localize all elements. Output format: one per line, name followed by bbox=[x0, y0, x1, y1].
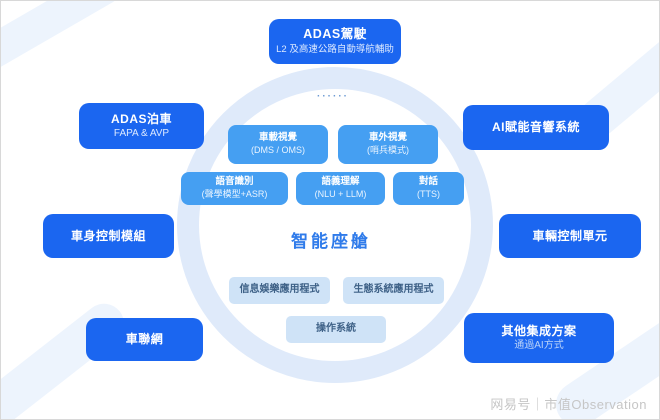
dotted-connector: ······ bbox=[317, 91, 349, 102]
node-title: 語義理解 bbox=[321, 176, 360, 188]
node-vehicle-control: 車輛控制單元 bbox=[499, 214, 641, 258]
watermark: 网易号｜市值Observation bbox=[490, 397, 647, 412]
node-semantic-understanding: 語義理解 (NLU + LLM) bbox=[296, 172, 385, 205]
node-title: ADAS泊車 bbox=[110, 111, 172, 126]
node-ai-audio: AI賦能音響系統 bbox=[463, 105, 609, 150]
node-title: 語音識別 bbox=[215, 176, 254, 188]
node-subtitle: 通過AI方式 bbox=[514, 339, 564, 351]
center-title: 智能座艙 bbox=[291, 232, 371, 251]
node-subtitle: FAPA & AVP bbox=[113, 127, 170, 139]
node-telematics: 車聯網 bbox=[86, 318, 203, 361]
node-subtitle: (TTS) bbox=[417, 189, 440, 200]
node-other-integration: 其他集成方案 通過AI方式 bbox=[464, 313, 614, 363]
node-infotainment-apps: 信息娛樂應用程式 bbox=[229, 277, 330, 304]
node-title: 車身控制模組 bbox=[70, 228, 146, 243]
node-in-cabin-vision: 車載視覺 (DMS / OMS) bbox=[228, 125, 328, 164]
node-speech-recognition: 語音識別 (聲學模型+ASR) bbox=[181, 172, 288, 205]
node-title: 生態系統應用程式 bbox=[353, 284, 434, 296]
node-title: 其他集成方案 bbox=[501, 323, 577, 338]
node-subtitle: (NLU + LLM) bbox=[314, 189, 367, 200]
node-title: 車載視覺 bbox=[258, 132, 297, 144]
node-title: 操作系統 bbox=[316, 323, 356, 335]
node-title: 對話 bbox=[418, 176, 438, 188]
node-title: 車聯網 bbox=[125, 332, 164, 346]
node-adas-parking: ADAS泊車 FAPA & AVP bbox=[79, 103, 204, 149]
node-operating-system: 操作系統 bbox=[286, 316, 386, 343]
swoosh-top-left bbox=[1, 1, 128, 84]
node-exterior-vision: 車外視覺 (哨兵模式) bbox=[338, 125, 438, 164]
node-subtitle: (聲學模型+ASR) bbox=[201, 189, 268, 200]
node-title: 車外視覺 bbox=[368, 132, 407, 144]
node-subtitle: (哨兵模式) bbox=[367, 145, 409, 156]
node-subtitle: L2 及高速公路自動導航輔助 bbox=[276, 43, 394, 55]
node-title: 信息娛樂應用程式 bbox=[239, 284, 320, 296]
node-ecosystem-apps: 生態系統應用程式 bbox=[343, 277, 444, 304]
node-body-control: 車身控制模組 bbox=[43, 214, 174, 258]
node-title: AI賦能音響系統 bbox=[491, 120, 580, 134]
node-title: 車輛控制單元 bbox=[532, 228, 608, 243]
node-title: ADAS駕駛 bbox=[303, 27, 367, 42]
node-adas-driving: ADAS駕駛 L2 及高速公路自動導航輔助 bbox=[269, 19, 401, 64]
node-subtitle: (DMS / OMS) bbox=[251, 145, 305, 156]
node-dialogue: 對話 (TTS) bbox=[393, 172, 464, 205]
